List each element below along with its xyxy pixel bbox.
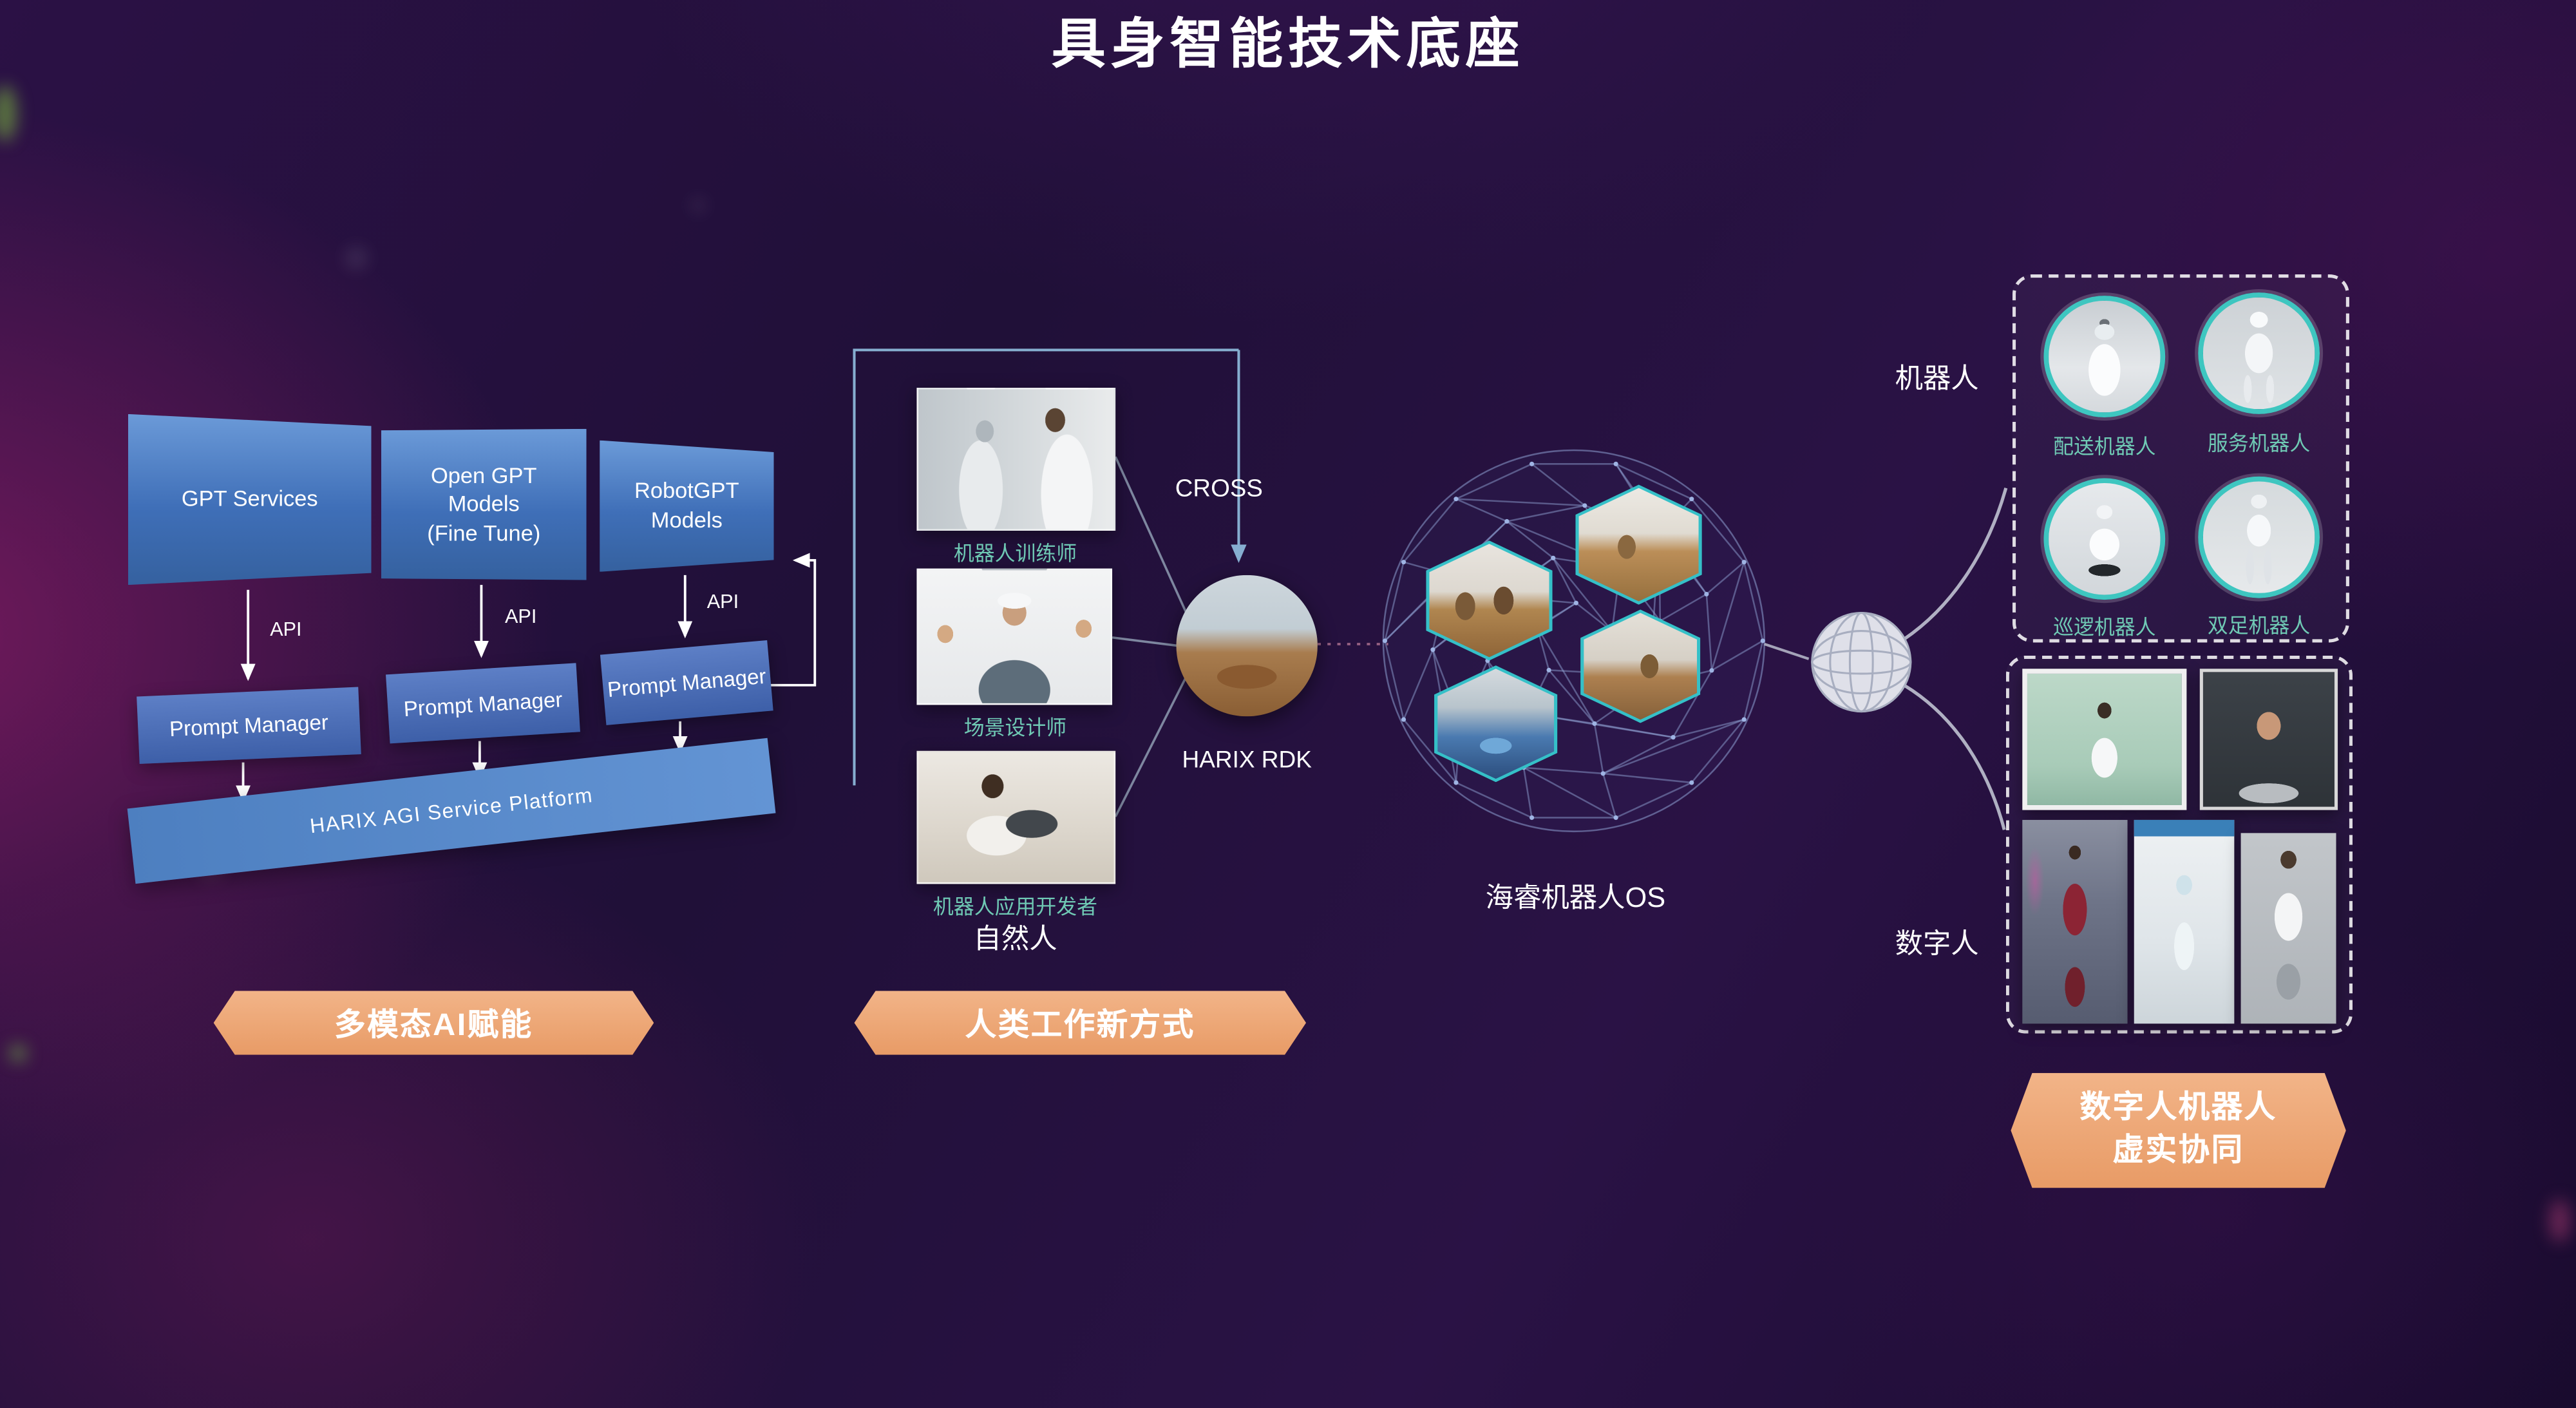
prompt-manager-label: Prompt Manager — [606, 663, 767, 702]
harix-rdk-image — [1176, 575, 1318, 717]
digital-human-stage-image — [2022, 819, 2128, 1024]
banner-label: 人类工作新方式 — [965, 1009, 1195, 1043]
feedback-loop-arrow — [770, 553, 817, 687]
worker-caption: 机器人训练师 — [953, 542, 1077, 566]
gpt-box-label: Models — [448, 491, 520, 517]
banner-label: 多模态AI赋能 — [334, 1009, 533, 1043]
digital-human-avatar-image — [2240, 833, 2336, 1024]
gpt-box-label: Models — [650, 508, 723, 533]
os-globe-link — [1764, 643, 1810, 660]
gpt-box-label: RobotGPT — [634, 479, 739, 504]
pink-light-accent — [2550, 1199, 2570, 1242]
digital-humans-dashed-box — [2005, 655, 2353, 1034]
biped-robot-image — [2198, 476, 2320, 598]
banner-virtual-real-collaboration: 数字人机器人 虚实协同 — [2011, 1073, 2345, 1188]
banner-multimodal-ai: 多模态AI赋能 — [214, 991, 654, 1054]
exhibition-scene-image — [1437, 669, 1555, 779]
bokeh-light — [690, 197, 706, 214]
gpt-box-label: (Fine Tune) — [427, 520, 541, 546]
api-label: API — [504, 604, 537, 628]
photo-robot-trainer — [916, 388, 1116, 531]
digital-human-group-label: 数字人 — [1895, 928, 1979, 960]
api-label: API — [270, 618, 302, 641]
worker-rdk-connectors — [1112, 456, 1189, 817]
gpt-services-box: GPT Services — [128, 414, 372, 585]
delivery-robot-image — [2043, 296, 2166, 417]
robot-caption: 服务机器人 — [2207, 432, 2311, 455]
prompt-manager-box: Prompt Manager — [600, 640, 773, 725]
prompt-manager-box: Prompt Manager — [386, 663, 580, 744]
worker-caption: 场景设计师 — [963, 716, 1067, 739]
robot-caption: 双足机器人 — [2207, 614, 2311, 638]
open-gpt-models-box: Open GPT Models (Fine Tune) — [381, 428, 587, 580]
digital-human-totem-image — [2134, 819, 2235, 1024]
photo-scene-designer — [916, 568, 1113, 705]
digital-human-kiosk-image — [2022, 669, 2187, 810]
globe-branch-curves — [1903, 487, 2008, 830]
robot-caption: 巡逻机器人 — [2053, 616, 2156, 640]
cross-label: CROSS — [1175, 475, 1263, 503]
robots-dashed-box — [2012, 274, 2349, 643]
banner-label-line2: 虚实协同 — [2112, 1134, 2244, 1168]
digital-human-laptop-image — [2199, 669, 2338, 810]
photo-app-developer — [916, 750, 1116, 884]
showroom-scene-image — [1578, 488, 1699, 602]
cross-bracket-lines — [853, 348, 1247, 786]
banner-new-way-of-work: 人类工作新方式 — [855, 991, 1307, 1054]
globe-icon — [1811, 611, 1912, 713]
prompt-manager-box: Prompt Manager — [137, 687, 361, 765]
harix-rdk-label: HARIX RDK — [1182, 747, 1312, 774]
api-flow-arrows — [236, 553, 817, 803]
prompt-manager-label: Prompt Manager — [169, 709, 329, 741]
platform-label: HARIX AGI Service Platform — [308, 783, 594, 838]
page-title: 具身智能技术底座 — [1051, 13, 1525, 74]
harix-os-label: 海睿机器人OS — [1485, 882, 1666, 914]
patrol-robot-image — [2043, 478, 2166, 600]
worker-caption: 机器人应用开发者 — [933, 895, 1098, 919]
banner-label-line1: 数字人机器人 — [2079, 1091, 2277, 1127]
showroom-scene-image — [1429, 544, 1549, 658]
robots-group-label: 机器人 — [1895, 363, 1979, 395]
green-light-accent — [10, 1045, 26, 1061]
bokeh-light — [345, 246, 368, 270]
service-robot-image — [2198, 292, 2320, 414]
prompt-manager-label: Prompt Manager — [402, 686, 564, 721]
natural-person-label: 自然人 — [973, 923, 1057, 955]
api-label: API — [706, 589, 739, 613]
showroom-scene-image — [1584, 613, 1698, 720]
robotgpt-models-box: RobotGPT Models — [600, 440, 774, 572]
gpt-box-label: Open GPT — [430, 462, 537, 488]
robot-caption: 配送机器人 — [2053, 435, 2156, 459]
gpt-box-label: GPT Services — [181, 486, 318, 511]
